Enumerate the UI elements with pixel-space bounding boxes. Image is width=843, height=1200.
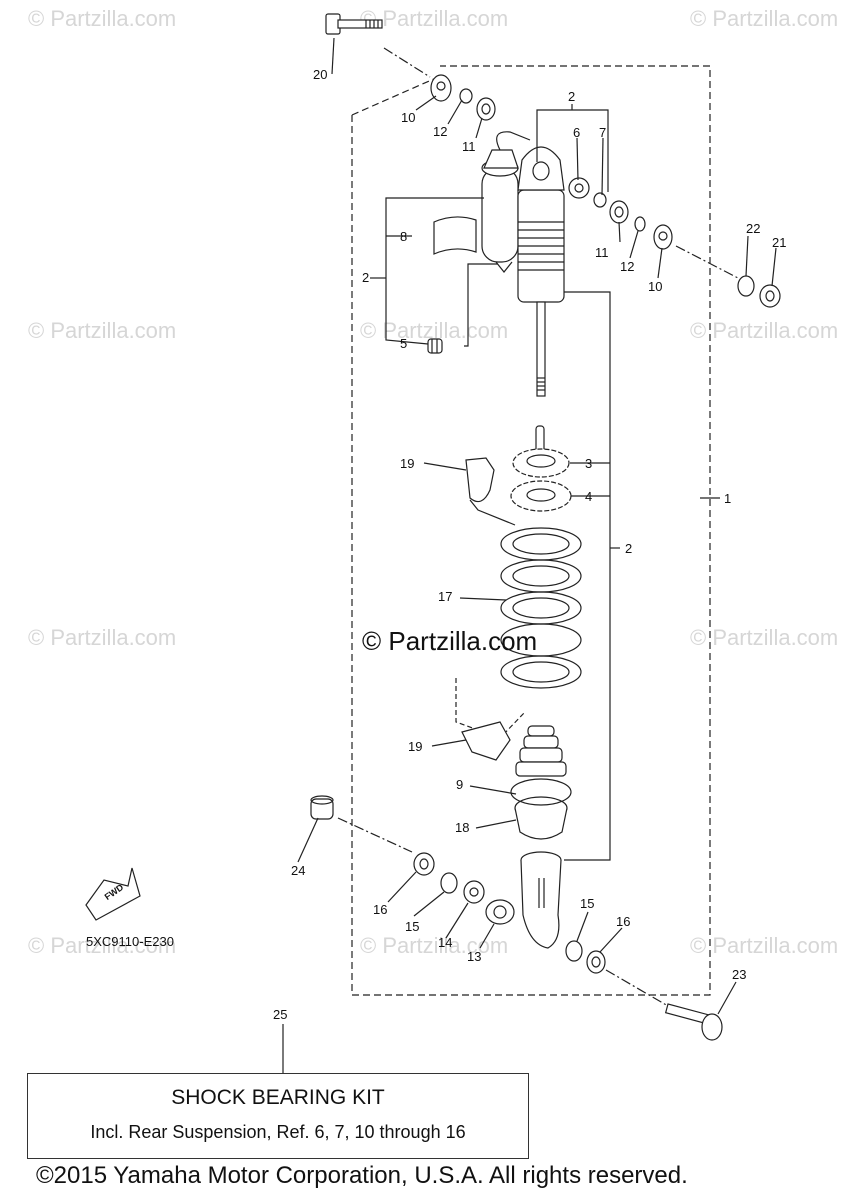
hose <box>496 131 531 151</box>
spring-guide-19-top <box>465 457 495 503</box>
callout-7: 7 <box>599 125 607 140</box>
callout-15-right: 15 <box>580 896 595 911</box>
bolt-20-axis <box>383 47 431 78</box>
boundary-diagonal <box>351 77 437 116</box>
oring-12-right <box>634 216 646 232</box>
callout-4: 4 <box>585 489 593 504</box>
bushing-11-right <box>609 200 629 224</box>
callout-19-top: 19 <box>400 456 415 471</box>
callout-14: 14 <box>438 935 453 950</box>
watermark: © Partzilla.com <box>28 625 177 650</box>
fwd-arrow-icon <box>85 867 141 921</box>
bump-stop-9 <box>515 725 567 777</box>
watermark: © Partzilla.com <box>360 6 509 31</box>
callout-13: 13 <box>467 949 482 964</box>
center-watermark: © Partzilla.com <box>362 626 538 656</box>
shaft-pin <box>535 425 545 453</box>
adjuster-nut-4 <box>510 480 572 512</box>
spring-seat-18 <box>510 778 572 840</box>
callout-20: 20 <box>313 67 328 82</box>
damper-shaft <box>536 301 546 397</box>
callout-12-top: 12 <box>433 124 448 139</box>
label-band-8 <box>433 216 477 255</box>
callout-19-bottom: 19 <box>408 739 423 754</box>
guide-line <box>469 499 516 526</box>
collar-6 <box>568 177 590 199</box>
callout-10-right: 10 <box>648 279 663 294</box>
lower-axis <box>337 817 413 853</box>
bolt-23 <box>664 1003 723 1041</box>
nut-21 <box>759 284 781 308</box>
nut-24 <box>310 795 334 820</box>
callout-5: 5 <box>400 336 408 351</box>
callout-21: 21 <box>772 235 787 250</box>
callout-2-left: 2 <box>362 270 370 285</box>
callout-2-top: 2 <box>568 89 576 104</box>
bushing-14 <box>463 880 485 904</box>
callout-24: 24 <box>291 863 306 878</box>
adjuster-nut-3 <box>512 448 570 478</box>
watermark: © Partzilla.com <box>690 625 839 650</box>
right-axis <box>675 245 739 279</box>
watermark: © Partzilla.com <box>360 933 509 958</box>
damper-body <box>517 146 565 303</box>
spring-17 <box>500 527 582 689</box>
callout-8: 8 <box>400 229 408 244</box>
seal-16-left <box>413 852 435 876</box>
collar-10-right <box>653 224 673 250</box>
washer-22 <box>737 275 755 297</box>
reservoir <box>481 149 519 273</box>
watermark: © Partzilla.com <box>690 933 839 958</box>
callout-25: 25 <box>273 1007 288 1022</box>
callout-23: 23 <box>732 967 747 982</box>
callout-16-right: 16 <box>616 914 631 929</box>
watermark: © Partzilla.com <box>690 318 839 343</box>
diagram-code: 5XC9110-E230 <box>86 934 174 949</box>
watermark: © Partzilla.com <box>28 318 177 343</box>
kit-subtitle: Incl. Rear Suspension, Ref. 6, 7, 10 thr… <box>90 1122 466 1142</box>
callout-1: 1 <box>724 491 732 506</box>
shock-bearing-kit-box: SHOCK BEARING KIT Incl. Rear Suspension,… <box>27 1073 529 1159</box>
bolt-20 <box>325 13 383 35</box>
callout-15-left: 15 <box>405 919 420 934</box>
oring-12-top <box>459 88 473 104</box>
callout-12-right: 12 <box>620 259 635 274</box>
watermark: © Partzilla.com <box>28 933 177 958</box>
bolt-23-axis <box>605 969 669 1007</box>
bearing-13 <box>485 899 515 925</box>
watermark: © Partzilla.com <box>690 6 839 31</box>
callout-2-right: 2 <box>625 541 633 556</box>
kit-title: SHOCK BEARING KIT <box>171 1086 385 1109</box>
callout-3: 3 <box>585 456 593 471</box>
callout-10-top: 10 <box>401 110 416 125</box>
collar-15-left <box>440 872 458 894</box>
callout-22: 22 <box>746 221 761 236</box>
valve-5 <box>427 338 443 354</box>
collar-10-top <box>430 74 452 102</box>
watermark: © Partzilla.com <box>28 6 177 31</box>
lower-mount-eye <box>520 851 562 949</box>
bushing-11-top <box>476 97 496 121</box>
callout-16-left: 16 <box>373 902 388 917</box>
assembly-boundary <box>351 65 711 996</box>
callout-11-top: 11 <box>462 139 476 154</box>
copyright-notice: ©2015 Yamaha Motor Corporation, U.S.A. A… <box>36 1162 688 1189</box>
seal-16-right <box>586 950 606 974</box>
callout-17: 17 <box>438 589 453 604</box>
callout-11-right: 11 <box>595 245 609 260</box>
callout-18: 18 <box>455 820 470 835</box>
collar-15-right <box>565 940 583 962</box>
oring-7 <box>593 192 607 208</box>
spring-guide-19-bottom <box>461 721 511 761</box>
callout-9: 9 <box>456 777 464 792</box>
callout-6: 6 <box>573 125 581 140</box>
